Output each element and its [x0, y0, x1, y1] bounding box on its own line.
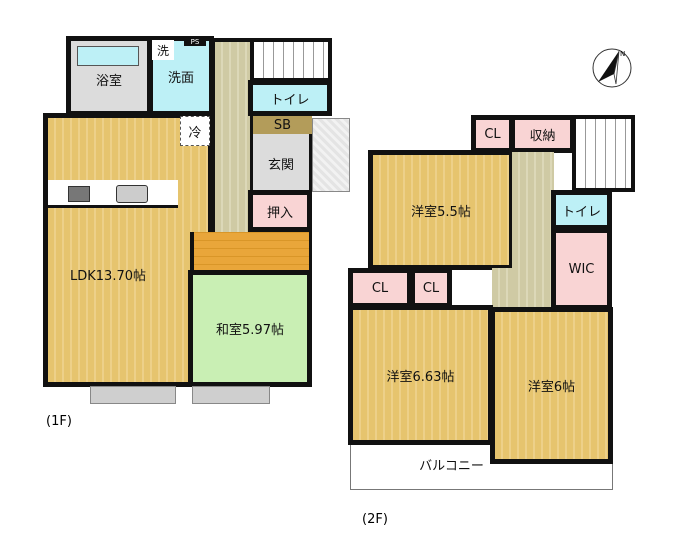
- stairs-2f: [572, 115, 635, 192]
- toilet-1f: トイレ: [248, 80, 332, 116]
- ldk-label: LDK13.70帖: [70, 268, 146, 284]
- washroom-label: 洗面: [167, 70, 194, 86]
- toilet-label: トイレ: [270, 92, 310, 108]
- entrance: 玄関: [250, 134, 312, 192]
- closet-label: CL: [371, 280, 389, 296]
- floor-1-label: (1F): [46, 414, 72, 429]
- washitsu: 和室5.97帖: [188, 270, 312, 387]
- wic-label: WIC: [568, 261, 595, 277]
- room-label: 洋室5.5帖: [411, 204, 471, 220]
- storage-2f: 収納: [510, 115, 575, 153]
- closet-label: CL: [422, 280, 440, 296]
- corridor-2f: [512, 152, 554, 310]
- bathroom-label: 浴室: [95, 74, 122, 89]
- washitsu-label: 和室5.97帖: [216, 323, 284, 338]
- toilet-2f: トイレ: [551, 190, 612, 230]
- closet-1f: 押入: [248, 190, 312, 232]
- toilet-label: トイレ: [561, 204, 601, 220]
- tatami-hall: [190, 232, 312, 272]
- western-room-5-5: 洋室5.5帖: [368, 150, 514, 270]
- closet-2f-top: CL: [471, 115, 514, 153]
- fridge-label: 冷: [180, 116, 210, 146]
- shoe-box: SB: [250, 116, 312, 134]
- window-washitsu: [192, 386, 270, 404]
- porch: [312, 118, 350, 192]
- storage-label: 収納: [529, 128, 556, 144]
- north-arrow-icon: N: [592, 48, 632, 88]
- kitchen-counter: [48, 180, 178, 208]
- closet-2f-mid: CL: [410, 268, 452, 308]
- ps-label: PS: [184, 38, 206, 46]
- stove-icon: [68, 186, 90, 202]
- stairs-1f: [250, 38, 332, 82]
- bathtub: [77, 46, 139, 66]
- north-label: N: [620, 50, 625, 58]
- floor-2-label: (2F): [362, 512, 388, 527]
- entrance-label: 玄関: [267, 157, 294, 173]
- closet-label: CL: [484, 126, 501, 142]
- ldk: LDK13.70帖: [43, 113, 213, 387]
- sink-icon: [116, 185, 148, 203]
- corridor-1f: [212, 38, 252, 260]
- room-label: 洋室6.63帖: [386, 369, 455, 385]
- washing-machine-label: 洗: [152, 40, 174, 60]
- walk-in-closet: WIC: [551, 228, 612, 310]
- western-room-6-63: 洋室6.63帖: [348, 305, 493, 445]
- western-room-6: 洋室6帖: [490, 307, 613, 464]
- balcony-label: バルコニー: [419, 459, 484, 474]
- window-ldk: [90, 386, 176, 404]
- corridor-2f-lower: [492, 268, 514, 310]
- closet-label: 押入: [266, 205, 293, 221]
- room-label: 洋室6帖: [527, 380, 576, 395]
- closet-2f-left: CL: [348, 268, 412, 308]
